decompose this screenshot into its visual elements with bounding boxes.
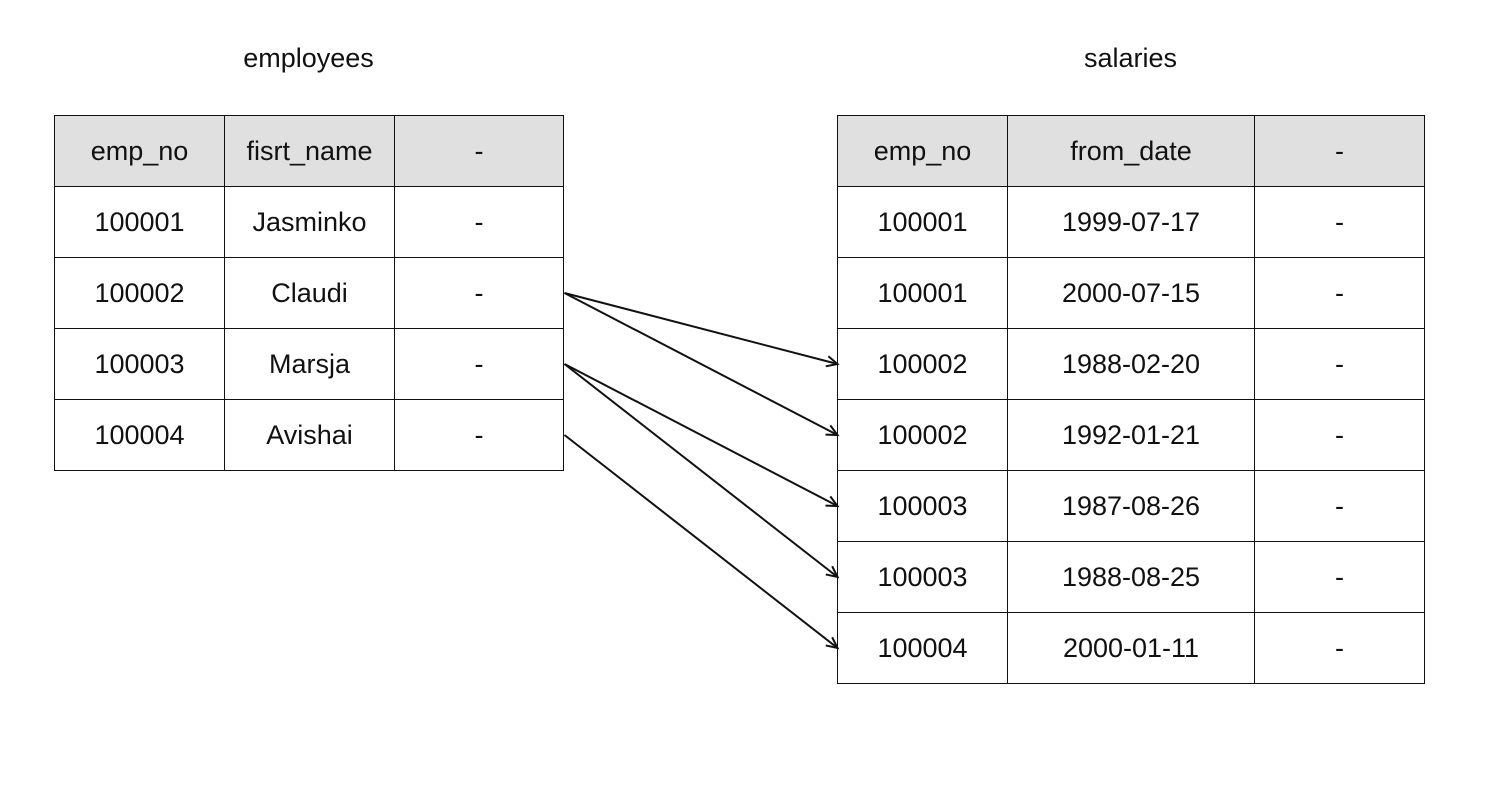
employees-header-first-name: fisrt_name <box>224 115 395 187</box>
table-row: 100001 2000-07-15 - <box>837 257 1425 329</box>
employees-header-other: - <box>394 115 564 187</box>
salaries-cell-from-date: 1988-02-20 <box>1007 328 1255 400</box>
employees-cell-other: - <box>394 186 564 258</box>
salaries-cell-other: - <box>1254 399 1425 471</box>
salaries-cell-from-date: 1988-08-25 <box>1007 541 1255 613</box>
salaries-cell-emp-no: 100003 <box>837 470 1008 542</box>
salaries-cell-from-date: 2000-01-11 <box>1007 612 1255 684</box>
salaries-cell-other: - <box>1254 257 1425 329</box>
salaries-cell-other: - <box>1254 470 1425 542</box>
table-row: 100004 2000-01-11 - <box>837 612 1425 684</box>
table-row: 100002 1992-01-21 - <box>837 399 1425 471</box>
salaries-cell-other: - <box>1254 541 1425 613</box>
join-arrow <box>564 292 840 368</box>
employees-table-title: employees <box>243 43 374 73</box>
salaries-cell-from-date: 1999-07-17 <box>1007 186 1255 258</box>
arrowhead-icon <box>825 495 840 508</box>
salaries-cell-emp-no: 100003 <box>837 541 1008 613</box>
employees-cell-first-name: Marsja <box>224 328 395 400</box>
join-arrow-line <box>564 292 838 365</box>
join-arrow <box>563 363 840 579</box>
salaries-cell-from-date: 2000-07-15 <box>1007 257 1255 329</box>
join-arrow-line <box>563 363 839 578</box>
employees-cell-first-name: Jasminko <box>224 186 395 258</box>
salaries-cell-emp-no: 100001 <box>837 186 1008 258</box>
join-arrow-line <box>564 292 838 436</box>
table-row: 100003 1988-08-25 - <box>837 541 1425 613</box>
table-row: 100004 Avishai - <box>54 399 564 471</box>
salaries-cell-emp-no: 100001 <box>837 257 1008 329</box>
employees-cell-other: - <box>394 399 564 471</box>
salaries-cell-emp-no: 100004 <box>837 612 1008 684</box>
salaries-header-other: - <box>1254 115 1425 187</box>
employees-cell-emp-no: 100003 <box>54 328 225 400</box>
table-row: 100003 Marsja - <box>54 328 564 400</box>
salaries-cell-from-date: 1992-01-21 <box>1007 399 1255 471</box>
table-row: 100003 1987-08-26 - <box>837 470 1425 542</box>
salaries-table: emp_no from_date - 100001 1999-07-17 - 1… <box>837 115 1425 684</box>
employees-cell-first-name: Claudi <box>224 257 395 329</box>
table-row: 100001 Jasminko - <box>54 186 564 258</box>
join-arrow <box>564 363 840 508</box>
salaries-cell-from-date: 1987-08-26 <box>1007 470 1255 542</box>
employees-cell-other: - <box>394 328 564 400</box>
salaries-cell-other: - <box>1254 186 1425 258</box>
employees-table: emp_no fisrt_name - 100001 Jasminko - 10… <box>54 115 564 471</box>
employees-cell-emp-no: 100001 <box>54 186 225 258</box>
salaries-cell-other: - <box>1254 612 1425 684</box>
employees-cell-first-name: Avishai <box>224 399 395 471</box>
table-row: 100002 Claudi - <box>54 257 564 329</box>
salaries-cell-other: - <box>1254 328 1425 400</box>
join-arrow <box>564 292 840 437</box>
employees-header-row: emp_no fisrt_name - <box>54 115 564 187</box>
join-arrow-line <box>564 363 838 507</box>
salaries-cell-emp-no: 100002 <box>837 328 1008 400</box>
employees-cell-emp-no: 100004 <box>54 399 225 471</box>
employees-cell-emp-no: 100002 <box>54 257 225 329</box>
arrowhead-icon <box>825 424 840 437</box>
salaries-header-row: emp_no from_date - <box>837 115 1425 187</box>
salaries-header-emp-no: emp_no <box>837 115 1008 187</box>
table-row: 100002 1988-02-20 - <box>837 328 1425 400</box>
employees-header-emp-no: emp_no <box>54 115 225 187</box>
salaries-cell-emp-no: 100002 <box>837 399 1008 471</box>
arrowhead-icon <box>825 636 840 650</box>
employees-cell-other: - <box>394 257 564 329</box>
salaries-table-title: salaries <box>1083 43 1178 73</box>
table-row: 100001 1999-07-17 - <box>837 186 1425 258</box>
arrowhead-icon <box>825 355 840 368</box>
salaries-header-from-date: from_date <box>1007 115 1255 187</box>
join-arrow <box>563 434 840 650</box>
arrowhead-icon <box>825 565 840 579</box>
join-arrow-line <box>563 434 839 649</box>
